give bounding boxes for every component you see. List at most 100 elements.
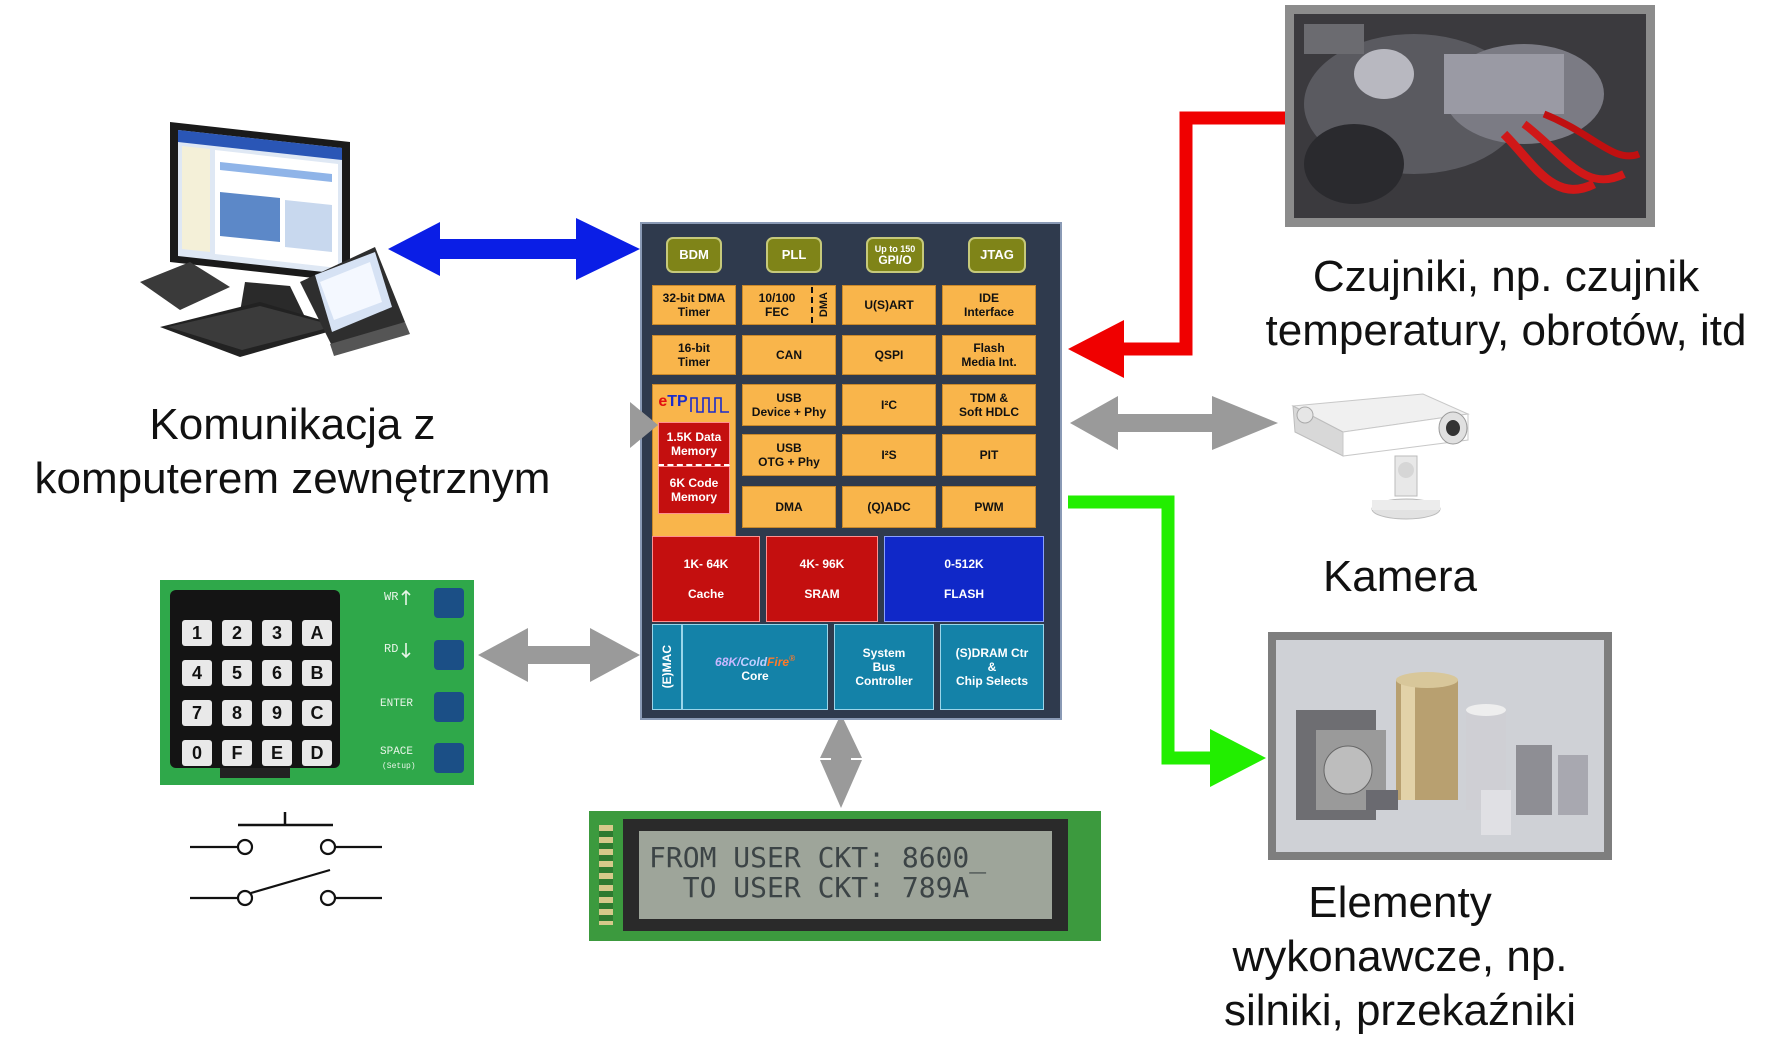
sensor-caption-line1: Czujniki, np. czujnik [1312, 252, 1700, 301]
usb-dev-line2: Device + Phy [751, 405, 827, 419]
i2c-block: I²C [842, 384, 936, 426]
i2s-block: I²S [842, 434, 936, 476]
fec-dma-label: DMA [818, 292, 830, 318]
dma-timer-line2: Timer [677, 305, 711, 319]
timer16-line1: 16-bit [677, 341, 710, 355]
actuators-photo [1268, 632, 1612, 860]
keypad-key[interactable]: 3 [262, 620, 292, 646]
keypad-key[interactable]: 1 [182, 620, 212, 646]
keypad-key[interactable]: F [222, 740, 252, 766]
wr-button[interactable] [434, 588, 464, 618]
keypad-key[interactable]: C [302, 700, 332, 726]
computer-caption-line2: komputerem zewnętrznym [34, 454, 551, 503]
keypad-link-arrow [478, 628, 640, 682]
core-fire: Fire [767, 654, 790, 669]
camera-link-arrow [1070, 396, 1278, 450]
keypad-key[interactable]: 4 [182, 660, 212, 686]
sensor-link-arrow [1068, 111, 1285, 378]
qspi-block: QSPI [842, 335, 936, 375]
camera-caption: Kamera [1322, 552, 1478, 601]
ide-line1: IDE [978, 291, 999, 305]
cache-line1: 1K- 64K [683, 557, 729, 571]
etpu-e-label: e [658, 393, 668, 410]
sdram-line3: Chip Selects [955, 674, 1029, 688]
gpio-label-bottom: GPI/O [878, 253, 912, 267]
usb-otg-line1: USB [776, 441, 802, 455]
emac-label: (E)MAC [660, 645, 674, 689]
sysbus-line1: System [862, 646, 906, 660]
pit-block: PIT [942, 434, 1036, 476]
lcd-line-2: TO USER CKT: 789A [649, 871, 970, 904]
fec-line1: 10/100 [758, 291, 796, 305]
sysbus-line2: Bus [872, 660, 896, 674]
core-label: Core [741, 668, 769, 683]
sysbus-line3: Controller [855, 674, 913, 688]
sdram-block: (S)DRAM Ctr&Chip Selects [940, 624, 1044, 710]
keypad-key[interactable]: 2 [222, 620, 252, 646]
lcd-link-arrow [820, 714, 862, 808]
keypad-key[interactable]: 9 [262, 700, 292, 726]
keypad-key[interactable]: 8 [222, 700, 252, 726]
jtag-block: JTAG [968, 237, 1026, 273]
lcd-screen: FROM USER CKT: 8600_ TO USER CKT: 789A [639, 831, 1052, 919]
etpu-tp-label: TP [667, 393, 688, 410]
enter-label: ENTER [380, 698, 414, 710]
bdm-block: BDM [666, 237, 722, 273]
actuators-caption-line1: Elementy [1308, 878, 1492, 927]
space-button[interactable] [434, 743, 464, 773]
computer-caption-line1: Komunikacja z [149, 400, 436, 449]
etpu-pointer-icon [630, 402, 658, 448]
dma-timer-line1: 32-bit DMA [662, 291, 726, 305]
usb-otg-line2: OTG + Phy [758, 455, 820, 469]
data-mem-line2: Memory [670, 443, 717, 458]
sdram-line1: (S)DRAM Ctr [955, 646, 1029, 660]
code-mem-line1: 6K Code [669, 476, 719, 490]
flash-media-line1: Flash [973, 341, 1005, 355]
wr-label: WR [384, 590, 399, 604]
keypad-key[interactable]: B [302, 660, 332, 686]
keypad-key[interactable]: D [302, 740, 332, 766]
keypad-key[interactable]: E [262, 740, 292, 766]
sensor-caption: Czujniki, np. czujnik temperatury, obrot… [1220, 250, 1792, 358]
usb-dev-line1: USB [776, 391, 802, 405]
keypad-key[interactable]: 7 [182, 700, 212, 726]
tdm-block: TDM &Soft HDLC [942, 384, 1036, 426]
computer-link-arrow [388, 218, 640, 280]
actuators-caption-line2: wykonawcze, np. [1232, 932, 1568, 981]
ide-line2: Interface [963, 305, 1015, 319]
keypad-key[interactable]: 0 [182, 740, 212, 766]
keypad-key[interactable]: 5 [222, 660, 252, 686]
coldfire-label: 68K/ColdFire® [715, 652, 795, 669]
gpio-block: Up to 150 GPI/O [866, 237, 924, 273]
sram-line1: 4K- 96K [799, 557, 845, 571]
rd-label: RD [384, 642, 399, 656]
pwm-block: PWM [942, 486, 1036, 528]
core-reg: ® [789, 653, 795, 663]
actuators-caption-line3: silniki, przekaźniki [1223, 986, 1577, 1035]
fec-divider [811, 287, 813, 323]
keypad-key[interactable]: A [302, 620, 332, 646]
keypad-key[interactable]: 6 [262, 660, 292, 686]
coldfire-core: 68K/ColdFire® Core [683, 652, 827, 683]
qadc-block: (Q)ADC [842, 486, 936, 528]
setup-label: (Setup) [382, 762, 416, 771]
lcd-module: FROM USER CKT: 8600_ TO USER CKT: 789A [589, 811, 1101, 941]
computer-illustration [140, 122, 410, 357]
rd-button[interactable] [434, 640, 464, 670]
keypad-connector [220, 768, 290, 778]
sensor-caption-line2: temperatury, obrotów, itd [1265, 306, 1747, 355]
actuators-caption: Elementy wykonawcze, np. silniki, przeka… [1200, 876, 1600, 1038]
computer-caption: Komunikacja z komputerem zewnętrznym [5, 398, 580, 506]
pulse-waveform-icon [689, 397, 729, 413]
enter-button[interactable] [434, 692, 464, 722]
